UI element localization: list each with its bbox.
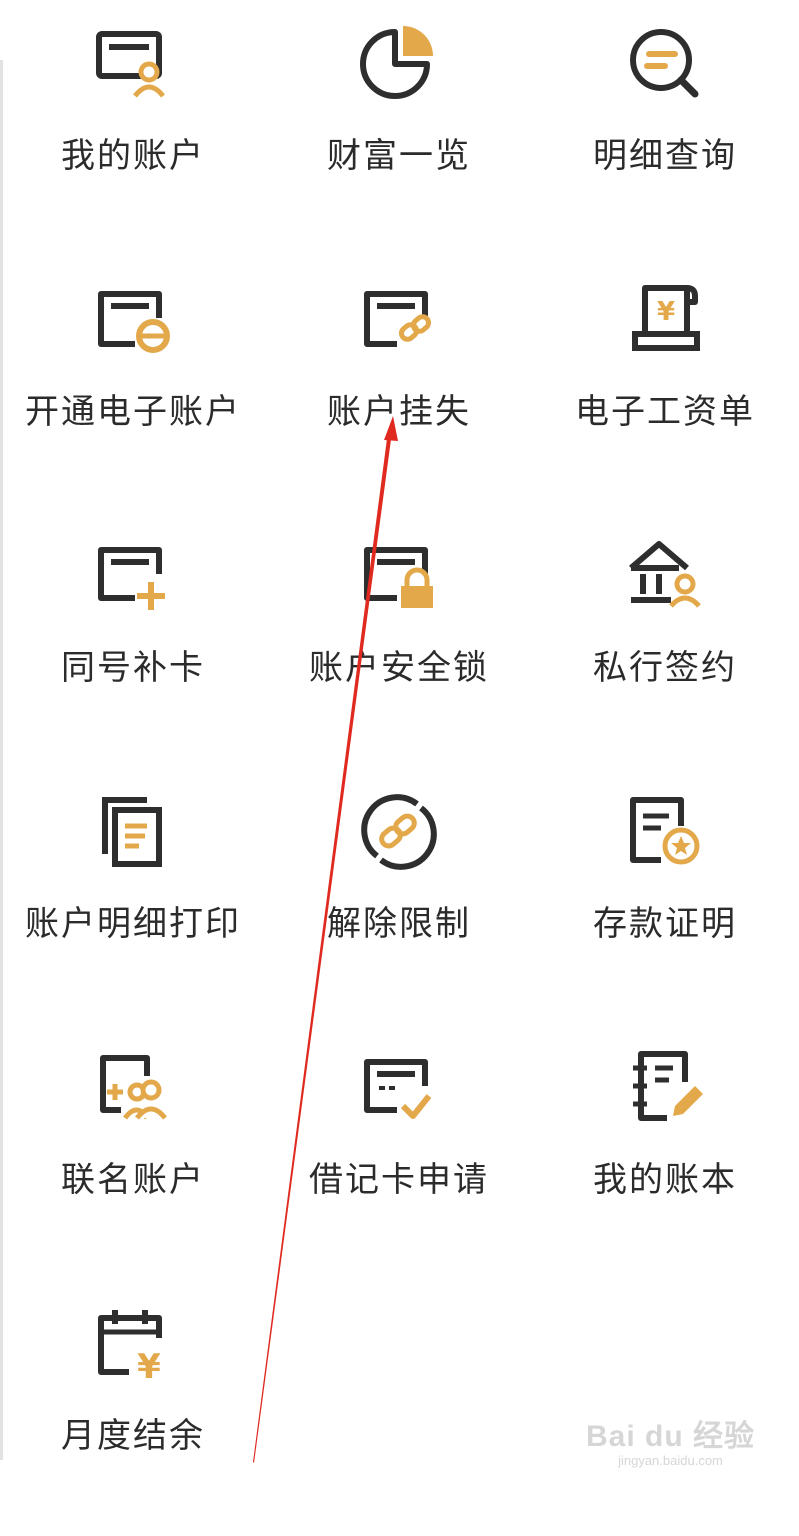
salary-scroll-icon: ¥	[623, 278, 707, 362]
card-plus-icon	[91, 534, 175, 618]
svg-text:¥: ¥	[657, 297, 675, 327]
svg-text:¥: ¥	[137, 1347, 161, 1386]
card-check-icon	[357, 1046, 441, 1130]
menu-item-monthly-balance[interactable]: ¥ 月度结余	[0, 1280, 266, 1536]
watermark-brand: Bai du 经验	[585, 1420, 755, 1453]
menu-item-wealth-overview[interactable]: 财富一览	[266, 0, 532, 256]
card-e-icon	[91, 278, 175, 362]
certificate-icon	[623, 790, 707, 874]
menu-item-label: 账户挂失	[327, 392, 471, 432]
menu-item-open-e-account[interactable]: 开通电子账户	[0, 256, 266, 512]
menu-item-label: 财富一览	[327, 136, 471, 176]
menu-item-label: 账户安全锁	[309, 648, 489, 688]
menu-item-my-ledger[interactable]: 我的账本	[532, 1024, 798, 1280]
menu-item-label: 明细查询	[593, 136, 737, 176]
menu-item-report-loss[interactable]: 账户挂失	[266, 256, 532, 512]
bank-user-icon	[623, 534, 707, 618]
menu-item-remove-restriction[interactable]: 解除限制	[266, 768, 532, 1024]
menu-item-label: 我的账户	[61, 136, 205, 176]
left-edge-divider	[0, 60, 3, 1460]
menu-item-label: 联名账户	[61, 1160, 205, 1200]
menu-item-deposit-certificate[interactable]: 存款证明	[532, 768, 798, 1024]
menu-item-label: 月度结余	[61, 1416, 205, 1456]
ledger-pencil-icon	[623, 1046, 707, 1130]
document-copy-icon	[91, 790, 175, 874]
menu-item-print-statement[interactable]: 账户明细打印	[0, 768, 266, 1024]
menu-item-label: 电子工资单	[575, 392, 755, 432]
calendar-yen-icon: ¥	[91, 1302, 175, 1386]
card-user-icon	[91, 22, 175, 106]
menu-item-account-lock[interactable]: 账户安全锁	[266, 512, 532, 768]
search-list-icon	[623, 22, 707, 106]
menu-item-joint-account[interactable]: 联名账户	[0, 1024, 266, 1280]
watermark-url: jingyan.baidu.com	[618, 1453, 723, 1468]
unlink-circle-icon	[357, 790, 441, 874]
menu-item-label: 同号补卡	[61, 648, 205, 688]
menu-item-label: 账户明细打印	[25, 904, 241, 944]
menu-item-private-banking[interactable]: 私行签约	[532, 512, 798, 768]
menu-item-reissue-card[interactable]: 同号补卡	[0, 512, 266, 768]
menu-item-label: 借记卡申请	[309, 1160, 489, 1200]
menu-item-detail-query[interactable]: 明细查询	[532, 0, 798, 256]
menu-item-label: 我的账本	[593, 1160, 737, 1200]
menu-item-label: 存款证明	[593, 904, 737, 944]
menu-item-debit-card-apply[interactable]: 借记卡申请	[266, 1024, 532, 1280]
baidu-jingyan-watermark: Bai du 经验 jingyan.baidu.com	[586, 1411, 755, 1468]
menu-item-label: 私行签约	[593, 648, 737, 688]
menu-item-label: 开通电子账户	[25, 392, 241, 432]
joint-account-icon	[91, 1046, 175, 1130]
menu-item-label: 解除限制	[327, 904, 471, 944]
card-broken-link-icon	[357, 278, 441, 362]
pie-chart-icon	[357, 22, 441, 106]
menu-item-e-payslip[interactable]: ¥ 电子工资单	[532, 256, 798, 512]
card-lock-icon	[357, 534, 441, 618]
menu-item-my-account[interactable]: 我的账户	[0, 0, 266, 256]
